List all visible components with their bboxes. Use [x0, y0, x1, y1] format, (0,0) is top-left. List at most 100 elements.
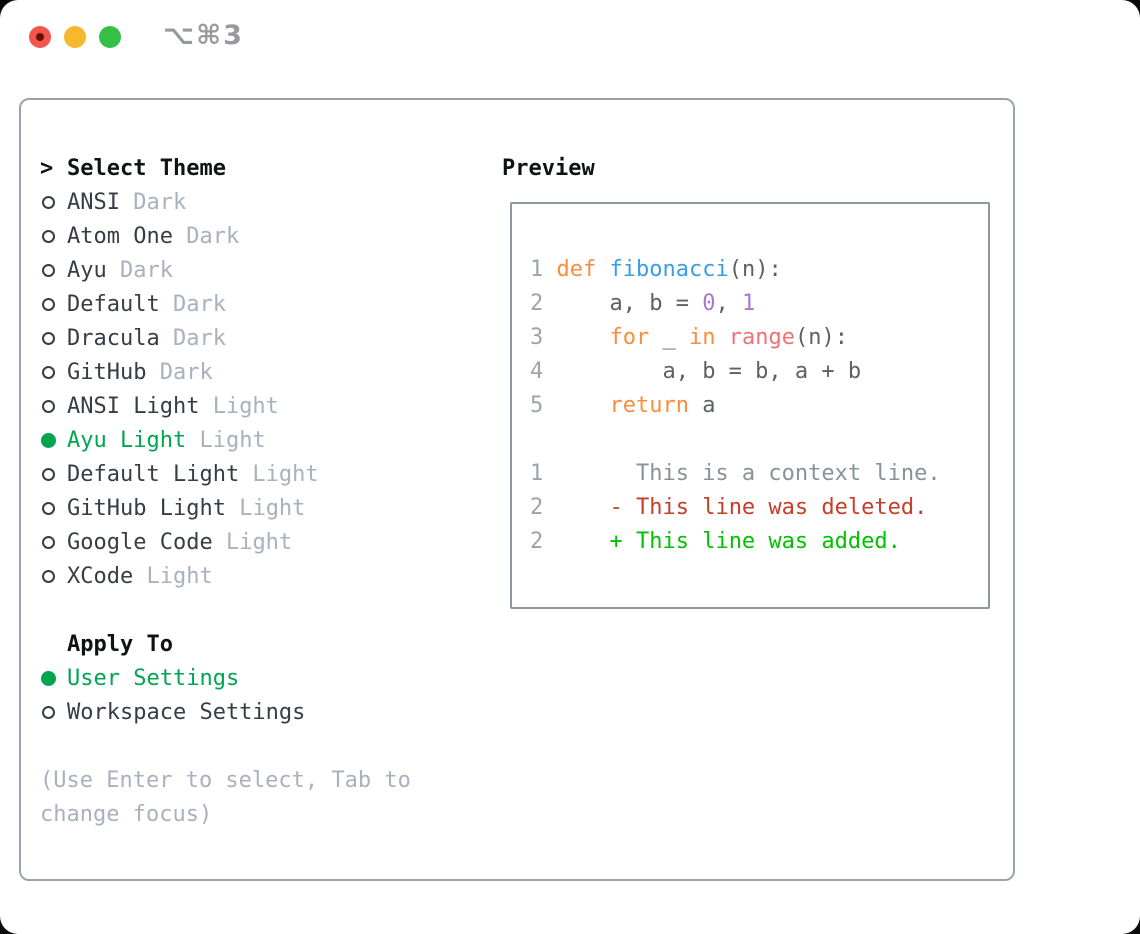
- code-segment: [543, 529, 609, 554]
- theme-option[interactable]: Default Light Light: [40, 457, 411, 491]
- theme-option[interactable]: Google Code Light: [40, 525, 411, 559]
- code-segment: 0: [702, 291, 716, 316]
- option-variant-label: Light: [212, 529, 293, 555]
- option-label: Ayu Light: [67, 427, 187, 453]
- option-label: XCode: [67, 563, 134, 589]
- option-label: Ayu: [67, 257, 107, 283]
- code-line: [530, 423, 941, 457]
- radio-unselected-icon: [42, 399, 55, 413]
- radio-unselected-icon: [42, 569, 55, 583]
- apply-option[interactable]: User Settings: [40, 661, 411, 695]
- theme-option[interactable]: XCode Light: [40, 559, 411, 593]
- code-segment: [543, 325, 609, 350]
- line-number: 1: [530, 257, 544, 282]
- close-button-icon[interactable]: [29, 26, 51, 48]
- line-number: 5: [530, 393, 544, 418]
- code-segment: for: [609, 325, 650, 350]
- apply-option[interactable]: Workspace Settings: [40, 695, 411, 729]
- theme-option[interactable]: GitHub Dark: [40, 355, 411, 389]
- option-variant-label: Dark: [146, 359, 213, 385]
- code-line: 1 def fibonacci(n):: [530, 253, 941, 287]
- line-number: 2: [530, 291, 544, 316]
- radio-unselected-icon: [40, 195, 67, 209]
- theme-option[interactable]: GitHub Light Light: [40, 491, 411, 525]
- option-variant-label: Dark: [106, 257, 173, 283]
- select-theme-header: Select Theme: [67, 155, 226, 181]
- option-label: Dracula: [67, 325, 160, 351]
- code-line: 4 a, b = b, a + b: [530, 355, 941, 389]
- code-line: 2 a, b = 0, 1: [530, 287, 941, 321]
- code-segment: return: [609, 393, 689, 418]
- prompt-icon: >: [40, 155, 54, 181]
- option-variant-label: Light: [225, 495, 306, 521]
- option-label: ANSI: [67, 189, 120, 215]
- theme-option[interactable]: ANSI Light Light: [40, 389, 411, 423]
- line-number: 2: [530, 529, 544, 554]
- radio-unselected-icon: [40, 365, 67, 379]
- code-segment: [596, 257, 609, 282]
- option-variant-label: Light: [199, 393, 279, 419]
- code-segment: a: [688, 393, 716, 418]
- spacer: [40, 593, 411, 627]
- radio-selected-icon: [40, 670, 67, 686]
- code-line: 5 return a: [530, 389, 941, 423]
- code-segment: def: [556, 257, 597, 282]
- code-segment: 1: [741, 291, 756, 316]
- code-segment: _: [649, 325, 689, 350]
- option-label: GitHub Light: [67, 495, 226, 521]
- select-theme-header-row: > Select Theme: [40, 151, 411, 185]
- theme-option[interactable]: Atom One Dark: [40, 219, 411, 253]
- code-segment: a, b =: [543, 291, 703, 316]
- code-segment: (n):: [794, 325, 848, 350]
- option-variant-label: Light: [239, 461, 319, 487]
- radio-unselected-icon: [40, 331, 67, 345]
- code-segment: in: [688, 325, 716, 350]
- line-number: 3: [530, 325, 544, 350]
- close-button-dot-icon: [36, 33, 44, 41]
- theme-option[interactable]: Dracula Dark: [40, 321, 411, 355]
- radio-unselected-icon: [42, 229, 55, 243]
- option-variant-label: Dark: [172, 223, 240, 249]
- theme-option[interactable]: Ayu Light Light: [40, 423, 411, 457]
- theme-option[interactable]: ANSI Dark: [40, 185, 411, 219]
- radio-unselected-icon: [40, 229, 67, 243]
- radio-unselected-icon: [42, 331, 55, 345]
- code-line: 3 for _ in range(n):: [530, 321, 941, 355]
- zoom-button-icon[interactable]: [99, 26, 121, 48]
- code-segment: [543, 257, 556, 282]
- hint-line-1: (Use Enter to select, Tab to: [40, 767, 411, 793]
- theme-option[interactable]: Default Dark: [40, 287, 411, 321]
- minimize-button-icon[interactable]: [64, 26, 86, 48]
- code-line: 2 - This line was deleted.: [530, 491, 941, 525]
- spacer: [40, 729, 411, 763]
- theme-option[interactable]: Ayu Dark: [40, 253, 411, 287]
- radio-unselected-icon: [40, 501, 67, 515]
- code-line: 2 + This line was added.: [530, 525, 941, 559]
- option-variant-label: Dark: [119, 189, 187, 215]
- option-variant-label: Light: [186, 427, 266, 453]
- radio-unselected-icon: [40, 569, 67, 583]
- option-label: Default: [67, 291, 160, 317]
- window-title: ⌥⌘3: [163, 20, 244, 51]
- code-line: 1 This is a context line.: [530, 457, 941, 491]
- radio-unselected-icon: [40, 399, 67, 413]
- option-label: Workspace Settings: [67, 699, 306, 725]
- preview-header: Preview: [502, 155, 595, 181]
- radio-unselected-icon: [40, 467, 67, 481]
- code-segment: a, b = b, a + b: [543, 359, 862, 384]
- code-segment: - This line was deleted.: [609, 495, 928, 520]
- code-segment: ,: [715, 291, 742, 316]
- code-segment: [543, 495, 609, 520]
- option-label: ANSI Light: [67, 393, 200, 419]
- radio-unselected-icon: [42, 467, 55, 481]
- line-number: 2: [530, 495, 544, 520]
- radio-unselected-icon: [42, 195, 55, 209]
- apply-to-header: Apply To: [67, 631, 173, 657]
